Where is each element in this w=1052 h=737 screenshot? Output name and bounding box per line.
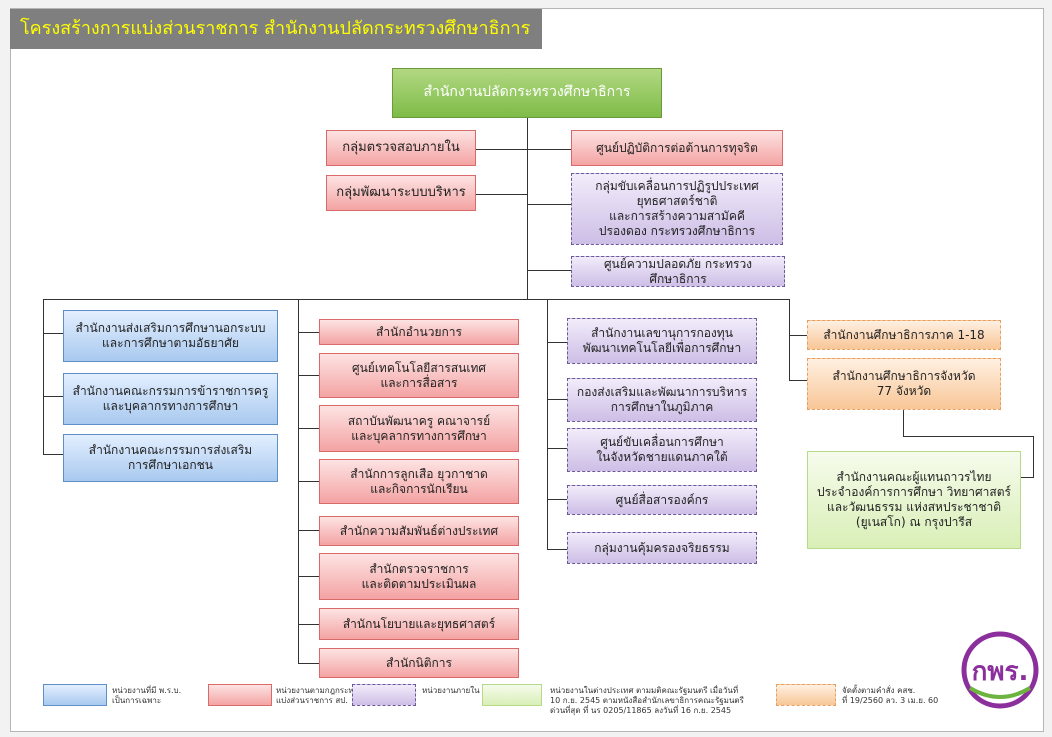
upper-right-node: ศูนย์ความปลอดภัย กระทรวงศึกษาธิการ xyxy=(571,256,785,287)
upper-right-node: ศูนย์ปฏิบัติการต่อต้านการทุจริต xyxy=(571,130,783,166)
connector xyxy=(903,436,1033,437)
connector xyxy=(298,375,319,376)
legend-swatch-purple xyxy=(352,684,416,706)
legend-text: หน่วยงานตามกฎกระทรวง แบ่งส่วนราชการ สป. xyxy=(276,686,367,705)
legend-swatch-green xyxy=(482,684,542,706)
root-node: สำนักงานปลัดกระทรวงศึกษาธิการ xyxy=(392,68,662,118)
connector xyxy=(903,410,904,436)
connector xyxy=(789,380,807,381)
connector xyxy=(43,299,44,454)
overseas-node: สำนักงานคณะผู้แทนถาวรไทย ประจำองค์การการ… xyxy=(807,451,1021,549)
connector xyxy=(43,333,63,334)
col1-node: สำนักงานคณะกรรมการข้าราชการครู และบุคลาก… xyxy=(63,373,278,425)
col1-node: สำนักงานคณะกรรมการส่งเสริม การศึกษาเอกชน xyxy=(63,434,278,482)
connector xyxy=(43,299,790,300)
legend-text: จัดตั้งตามคำสั่ง คสช. ที่ 19/2560 ลว. 3 … xyxy=(842,686,939,705)
col3-node: สำนักงานเลขานุการกองทุน พัฒนาเทคโนโลยีเพ… xyxy=(567,318,757,364)
connector xyxy=(1033,436,1034,477)
connector xyxy=(476,194,527,195)
connector xyxy=(298,481,319,482)
connector xyxy=(527,118,528,299)
col2-node: สำนักนิติการ xyxy=(319,648,519,678)
connector xyxy=(547,399,567,400)
connector xyxy=(298,332,319,333)
connector xyxy=(476,149,527,150)
connector xyxy=(298,663,319,664)
connector xyxy=(547,448,567,449)
connector xyxy=(298,624,319,625)
legend-text: หน่วยงานภายใน xyxy=(422,686,480,695)
col2-node: ศูนย์เทคโนโลยีสารสนเทศ และการสื่อสาร xyxy=(319,353,519,398)
page-title: โครงสร้างการแบ่งส่วนราชการ สำนักงานปลัดก… xyxy=(10,9,542,49)
col3-node: กองส่งเสริมและพัฒนาการบริหาร การศึกษาในภ… xyxy=(567,378,757,422)
col1-node: สำนักงานส่งเสริมการศึกษานอกระบบ และการศึ… xyxy=(63,310,278,362)
connector xyxy=(1021,477,1034,478)
connector xyxy=(547,499,567,500)
upper-left-node: กลุ่มพัฒนาระบบบริหาร xyxy=(326,175,476,211)
legend-swatch-orange xyxy=(776,684,836,706)
connector xyxy=(789,299,790,380)
opdc-logo: กพร. xyxy=(961,631,1039,709)
connector xyxy=(547,299,548,549)
connector xyxy=(298,428,319,429)
col3-node: ศูนย์ขับเคลื่อนการศึกษา ในจังหวัดชายแดนภ… xyxy=(567,428,757,472)
connector xyxy=(547,342,567,343)
col2-node: สำนักการลูกเสือ ยุวกาชาด และกิจการนักเรี… xyxy=(319,459,519,504)
connector xyxy=(43,454,63,455)
col2-node: สำนักตรวจราชการ และติดตามประเมินผล xyxy=(319,553,519,600)
logo-text: กพร. xyxy=(972,657,1029,687)
legend-text: หน่วยงานในต่างประเทศ ตามมติคณะรัฐมนตรี เ… xyxy=(550,686,744,715)
connector xyxy=(527,204,571,205)
legend-swatch-red xyxy=(208,684,272,706)
connector xyxy=(547,549,567,550)
col2-node: สำนักความสัมพันธ์ต่างประเทศ xyxy=(319,516,519,546)
upper-left-node: กลุ่มตรวจสอบภายใน xyxy=(326,130,476,166)
col2-node: สำนักนโยบายและยุทธศาสตร์ xyxy=(319,608,519,640)
legend-swatch-blue xyxy=(43,684,107,706)
upper-right-node: กลุ่มขับเคลื่อนการปฏิรูปประเทศ ยุทธศาสตร… xyxy=(571,173,783,245)
connector xyxy=(43,396,63,397)
legend-text: หน่วยงานที่มี พ.ร.บ. เป็นการเฉพาะ xyxy=(112,686,182,705)
connector xyxy=(298,576,319,577)
col4-node: สำนักงานศึกษาธิการจังหวัด 77 จังหวัด xyxy=(807,358,1001,410)
col4-node: สำนักงานศึกษาธิการภาค 1-18 xyxy=(807,320,1001,350)
col2-node: สำนักอำนวยการ xyxy=(319,319,519,345)
connector xyxy=(527,270,571,271)
connector xyxy=(789,335,807,336)
connector xyxy=(527,149,571,150)
col3-node: กลุ่มงานคุ้มครองจริยธรรม xyxy=(567,532,757,564)
col2-node: สถาบันพัฒนาครู คณาจารย์ และบุคลากรทางการ… xyxy=(319,405,519,452)
col3-node: ศูนย์สื่อสารองค์กร xyxy=(567,485,757,515)
connector xyxy=(298,530,319,531)
